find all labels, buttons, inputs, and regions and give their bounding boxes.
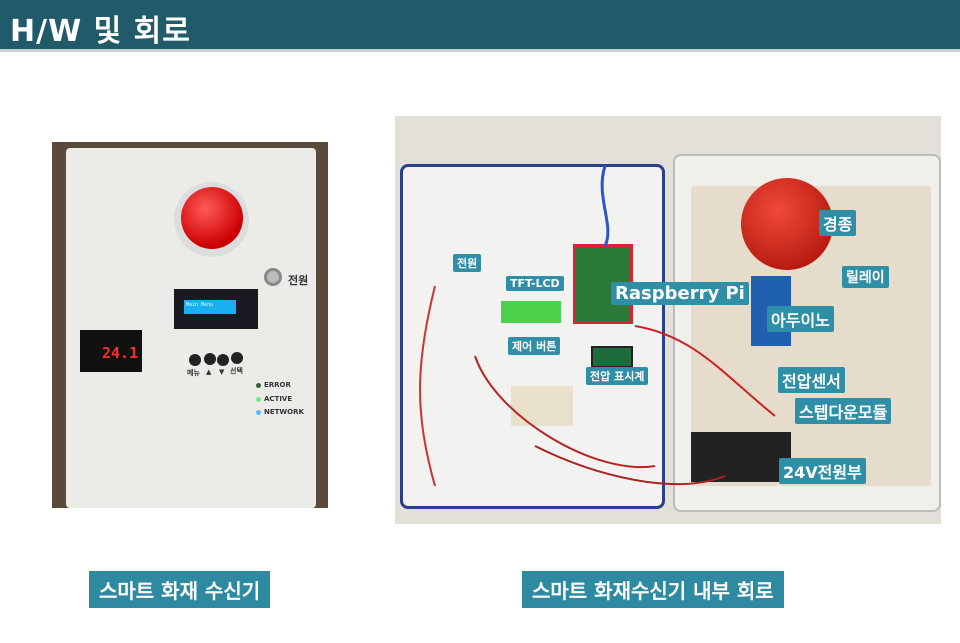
- header-bar: H/W 및 회로: [0, 0, 960, 52]
- active-led: [256, 397, 261, 402]
- page-title: H/W 및 회로: [10, 14, 191, 49]
- label-relay: 릴레이: [842, 266, 889, 288]
- active-label: ACTIVE: [264, 395, 293, 403]
- menu-label: 메뉴: [187, 369, 200, 377]
- menu-button: [189, 354, 201, 366]
- lcd-module: [501, 301, 561, 323]
- down-button: [217, 354, 229, 366]
- label-tft-lcd: TFT-LCD: [506, 276, 564, 291]
- caption-receiver: 스마트 화재 수신기: [89, 571, 271, 608]
- breadboard: [511, 386, 573, 426]
- siren-light: [181, 187, 243, 249]
- select-label: 선택: [230, 367, 243, 375]
- label-bell: 경종: [819, 210, 857, 236]
- voltage-display: [80, 330, 142, 372]
- power-switch: [264, 268, 282, 286]
- fire-receiver-photo: 전원 Main Menu 24.1 메뉴 ▲ ▼ 선택 ERROR ACTIVE…: [52, 142, 328, 508]
- voltage-value: 24.1: [102, 344, 139, 362]
- up-button: [204, 353, 216, 365]
- down-label: ▼: [219, 368, 225, 376]
- power-label: 전원: [288, 274, 309, 287]
- select-button: [231, 352, 243, 364]
- fire-bell: [741, 178, 833, 270]
- power-supply: [691, 432, 791, 482]
- label-power: 전원: [453, 254, 482, 272]
- error-label: ERROR: [264, 381, 291, 389]
- lcd-screen: Main Menu: [184, 300, 236, 314]
- label-voltage-meter: 전압 표시계: [586, 367, 649, 385]
- up-label: ▲: [206, 368, 212, 376]
- label-raspberry-pi: Raspberry Pi: [611, 282, 749, 305]
- enclosure-lid: [400, 164, 665, 509]
- label-arduino: 아두이노: [767, 306, 834, 332]
- caption-internal-circuit: 스마트 화재수신기 내부 회로: [522, 571, 784, 608]
- label-control-buttons: 제어 버튼: [508, 337, 561, 355]
- network-led: [256, 410, 261, 415]
- label-step-down-module: 스텝다운모듈: [795, 398, 892, 424]
- label-24v-power: 24V전원부: [779, 458, 866, 484]
- wires: [419, 165, 776, 487]
- internal-circuit-photo: 전원 TFT-LCD 제어 버튼 전압 표시계 Raspberry Pi 경종 …: [395, 116, 941, 524]
- network-label: NETWORK: [264, 408, 304, 416]
- error-led: [256, 383, 261, 388]
- label-voltage-sensor: 전압센서: [778, 367, 845, 393]
